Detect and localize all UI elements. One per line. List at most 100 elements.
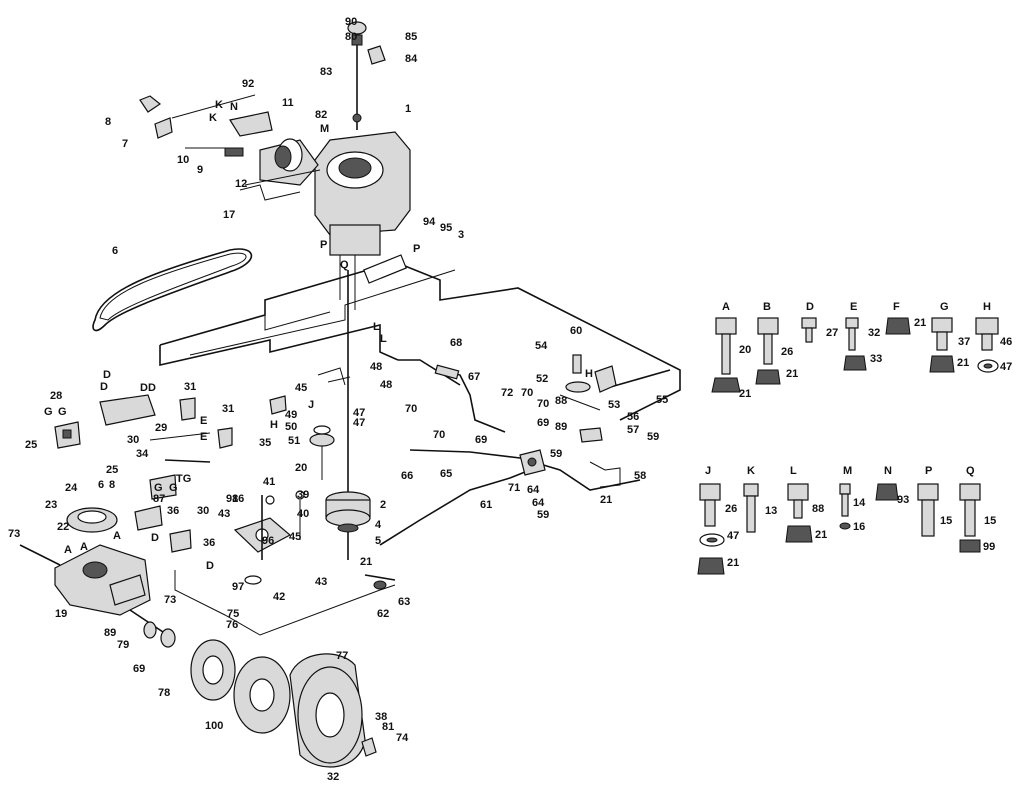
part-label-16: 16 [232,493,244,505]
part-label-97: 97 [232,581,244,593]
part-label-34: 34 [136,448,149,460]
part-label-16: 16 [853,521,865,533]
part-label-83: 83 [320,66,332,78]
dipstick-assembly [347,21,386,130]
part-label-A: A [722,301,730,313]
part-label-81: 81 [382,721,394,733]
part-label-58: 58 [634,470,646,482]
part-label-8: 8 [109,479,115,491]
part-label-D: D [140,382,148,394]
part-label-H: H [270,419,278,431]
part-label-69: 69 [133,663,145,675]
part-label-10: 10 [177,154,189,166]
part-label-29: 29 [155,422,167,434]
part-label-N: N [230,101,238,113]
part-label-39: 39 [297,489,309,501]
part-label-E: E [850,301,857,313]
part-label-25: 25 [25,439,37,451]
part-label-70: 70 [405,403,417,415]
part-label-73: 73 [8,528,20,540]
part-label-47: 47 [353,407,365,419]
muffler-bracket [139,94,321,201]
part-label-N: N [884,465,892,477]
part-label-43: 43 [315,576,327,588]
part-label-98: 98 [226,493,238,505]
part-label-43: 43 [218,508,230,520]
part-label-90: 90 [345,16,357,28]
part-label-25: 25 [106,464,118,476]
part-label-9: 9 [197,164,203,176]
part-label-71: 71 [508,482,520,494]
part-label-87: 87 [153,493,165,505]
part-label-23: 23 [45,499,57,511]
part-label-19: 19 [55,608,67,620]
main-shaft [309,270,371,560]
part-label-13: 13 [765,505,777,517]
part-label-36: 36 [167,505,179,517]
axle-brackets [54,367,351,553]
part-label-33: 33 [870,353,882,365]
part-label-85: 85 [405,31,417,43]
part-label-64: 64 [527,484,540,496]
part-label-92: 92 [242,78,254,90]
part-label-56: 56 [627,411,639,423]
part-label-73: 73 [164,594,176,606]
part-label-30: 30 [197,505,209,517]
part-label-20: 20 [295,462,307,474]
part-label-96: 96 [262,535,274,547]
part-label-93: 93 [897,494,909,506]
part-label-H: H [983,301,991,313]
part-label-27: 27 [826,327,838,339]
part-label-59: 59 [647,431,659,443]
part-label-35: 35 [259,437,271,449]
part-label-75: 75 [227,608,239,620]
part-label-69: 69 [537,417,549,429]
part-label-4: 4 [375,519,382,531]
part-label-G: G [58,406,67,418]
part-label-B: B [763,301,771,313]
part-label-G: G [44,406,53,418]
part-label-H: H [585,368,593,380]
part-label-11: 11 [282,97,294,109]
part-label-64: 64 [532,497,545,509]
part-label-70: 70 [521,387,533,399]
part-label-67: 67 [468,371,480,383]
part-label-47: 47 [727,530,739,542]
part-label-88: 88 [812,503,824,515]
part-label-D: D [100,381,108,393]
shift-linkage [379,354,671,546]
part-label-74: 74 [396,732,409,744]
part-label-38: 38 [375,711,387,723]
part-label-45: 45 [295,382,307,394]
part-label-26: 26 [725,503,737,515]
part-label-61: 61 [480,499,492,511]
part-label-M: M [320,123,329,135]
part-label-47: 47 [353,417,365,429]
engine [259,131,411,310]
part-label-100: 100 [205,720,223,732]
part-label-E: E [200,431,207,443]
part-label-32: 32 [327,771,339,783]
part-label-77: 77 [336,650,348,662]
part-label-D: D [148,382,156,394]
part-label-7: 7 [122,138,128,150]
part-label-L: L [380,333,387,345]
part-label-M: M [843,465,852,477]
part-label-82: 82 [315,109,327,121]
part-label-15: 15 [984,515,996,527]
part-label-54: 54 [535,340,548,352]
part-label-K: K [747,465,755,477]
part-label-37: 37 [958,336,970,348]
part-label-21: 21 [786,368,798,380]
part-label-21: 21 [727,557,739,569]
part-label-57: 57 [627,424,639,436]
part-label-70: 70 [433,429,445,441]
part-label-53: 53 [608,399,620,411]
part-label-51: 51 [288,435,300,447]
part-label-P: P [925,465,932,477]
part-label-D: D [103,369,111,381]
part-label-5: 5 [375,535,381,547]
part-label-89: 89 [104,627,116,639]
